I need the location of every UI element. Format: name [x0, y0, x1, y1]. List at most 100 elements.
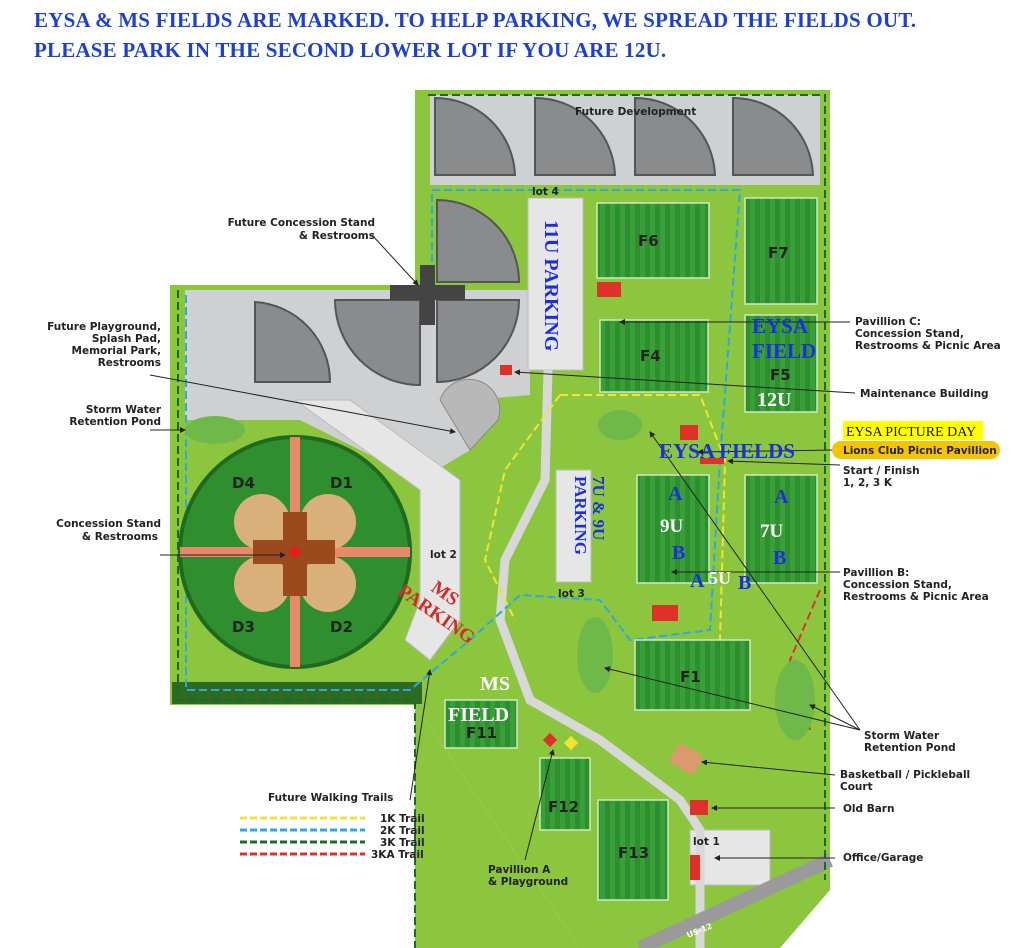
callout-future-playground: Future Playground,Splash Pad,Memorial Pa…	[47, 321, 161, 369]
soccer-field-9u	[636, 474, 710, 584]
concession-marker	[287, 544, 303, 560]
annotation-11u-parking: 11U PARKING	[540, 220, 562, 352]
soccer-field-7u	[744, 474, 818, 584]
field-f4: F4	[640, 347, 661, 365]
pavillion-a	[542, 732, 558, 748]
baseball-field	[436, 198, 521, 283]
retention-pond	[185, 416, 245, 444]
parking-lot-7u9u	[555, 469, 592, 583]
field-d4: D4	[232, 474, 255, 492]
trail-legend: Future Walking Trails 1K Trail 2K Trail …	[240, 792, 425, 861]
soccer-field-f1	[634, 639, 751, 711]
soccer-field-f7	[744, 197, 818, 305]
office-garage	[690, 855, 700, 880]
baseball-field-future	[434, 96, 517, 176]
soccer-field-f12	[539, 757, 591, 831]
main-road	[495, 369, 705, 948]
annotation-5u: 5U	[709, 568, 731, 588]
soccer-field-f13	[597, 799, 669, 901]
annotation-9u-a: A	[668, 483, 683, 505]
field-d3: D3	[232, 618, 255, 636]
legend-2k: 2K Trail	[380, 825, 425, 837]
baseball-field-future	[634, 96, 717, 176]
future-development-label: Future Development	[575, 106, 696, 118]
lions-club-pill	[832, 441, 1000, 459]
baseball-field-future	[534, 96, 617, 176]
basketball-court	[668, 742, 704, 776]
soccer-field-f11	[444, 699, 518, 749]
baseball-field	[254, 300, 332, 383]
annotation-7u-a: A	[774, 486, 789, 508]
playground	[563, 735, 579, 751]
lions-club-pavillion	[680, 425, 698, 440]
future-concession-stand	[390, 265, 465, 325]
lot-4-label: lot 4	[532, 186, 559, 198]
annotation-eysa: EYSA	[752, 314, 809, 338]
annotation-7u: 7U	[760, 521, 784, 542]
soccer-field-f6	[596, 202, 710, 279]
lot-3-label: lot 3	[558, 588, 585, 600]
callout-leaders	[149, 234, 861, 861]
legend-3ka: 3KA Trail	[371, 849, 424, 861]
callout-pavillion-c: Pavillion C:Concession Stand,Restrooms &…	[855, 316, 1001, 352]
callout-future-concession: Future Concession Stand& Restrooms	[228, 217, 375, 242]
field-f6: F6	[638, 232, 659, 250]
annotation-12u: 12U	[757, 389, 791, 411]
field-f11: F11	[466, 724, 497, 742]
future-playground	[439, 378, 501, 451]
pavillion-b	[652, 605, 678, 621]
callout-concession: Concession Stand& Restrooms	[56, 518, 161, 543]
retention-pond	[598, 410, 642, 440]
field-d2: D2	[330, 618, 353, 636]
hedge-row	[172, 682, 422, 704]
old-barn	[690, 800, 708, 815]
callout-lions-club: Lions Club Picnic Pavillion	[843, 445, 997, 457]
trail-3k	[177, 94, 826, 948]
field-f7: F7	[768, 244, 789, 262]
road-us12	[637, 853, 833, 948]
annotation-9u: 9U	[660, 516, 684, 537]
field-f13: F13	[618, 844, 649, 862]
trail-1k	[483, 394, 727, 641]
callout-office: Office/Garage	[843, 852, 923, 864]
field-f1: F1	[680, 668, 701, 686]
annotation-7u9u-parking: 7U & 9UPARKING	[571, 476, 608, 555]
field-d1: D1	[330, 474, 353, 492]
callout-maintenance: Maintenance Building	[860, 388, 989, 400]
picture-day-highlight	[843, 421, 983, 440]
legend-1k: 1K Trail	[380, 813, 425, 825]
legend-title: Future Walking Trails	[268, 792, 393, 804]
lot-2-label: lot 2	[430, 549, 457, 561]
annotation-ms: MS	[480, 673, 510, 695]
picture-day-label: EYSA PICTURE DAY	[846, 425, 976, 440]
retention-pond	[577, 617, 613, 693]
baseball-field	[436, 299, 521, 384]
callout-old-barn: Old Barn	[843, 803, 894, 815]
maintenance-building	[500, 365, 512, 375]
parking-lot-2	[293, 399, 461, 661]
lot-1-label: lot 1	[693, 836, 720, 848]
retention-pond	[775, 660, 815, 740]
field-f5: F5	[770, 366, 791, 384]
field-f12: F12	[548, 798, 579, 816]
baseball-field-future	[732, 96, 815, 176]
infields	[234, 494, 356, 612]
annotation-9u-b: B	[672, 542, 685, 564]
soccer-field-f4	[599, 319, 709, 393]
annotation-5u-a: A	[690, 570, 705, 592]
callout-pavillion-b: Pavillion B:Concession Stand,Restrooms &…	[843, 567, 989, 603]
annotation-5u-b: B	[738, 572, 751, 594]
start-finish-marker	[700, 458, 724, 464]
pavillion-c	[597, 282, 621, 297]
annotation-eysa-fields: EYSA FIELDS	[659, 439, 795, 463]
annotation-field: FIELD	[752, 339, 816, 363]
parking-lot-11u	[527, 197, 584, 371]
annotation-ms-field: FIELD	[448, 704, 509, 726]
legend-3k: 3K Trail	[380, 837, 425, 849]
trail-2k	[185, 189, 742, 691]
header-line-1: EYSA & MS FIELDS ARE MARKED. TO HELP PAR…	[34, 8, 917, 32]
